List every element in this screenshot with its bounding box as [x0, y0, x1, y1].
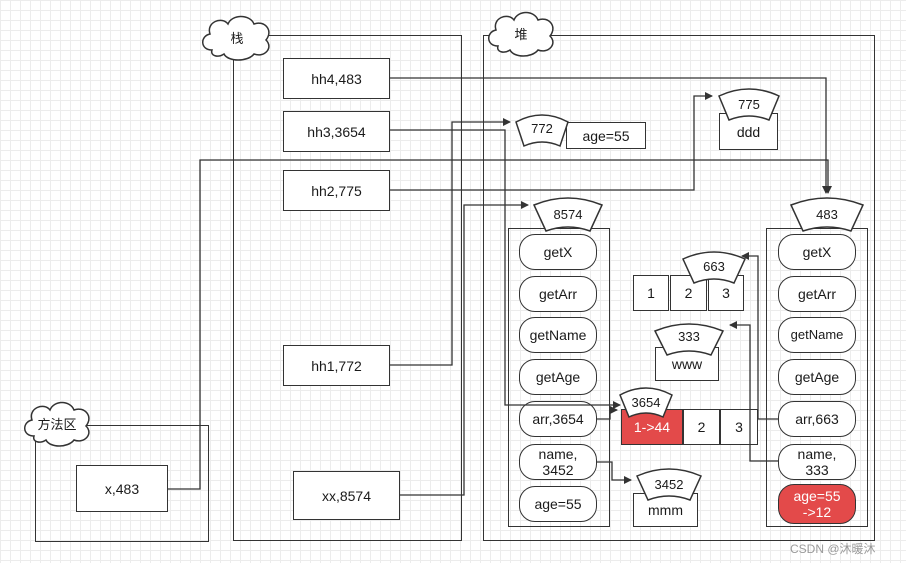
- obj483-member-getx: getX: [778, 234, 856, 270]
- address-badge-775: 775: [738, 96, 760, 112]
- stack-cloud-icon: [202, 15, 270, 61]
- obj8574-member-getname: getName: [519, 317, 597, 353]
- address-badge-3654: 3654: [631, 394, 661, 410]
- watermark: CSDN @沐暖沐: [790, 542, 876, 556]
- obj483-member-getage: getAge: [778, 359, 856, 395]
- obj8574-member-name: name, 3452: [519, 444, 597, 480]
- stack-var-hh1: hh1,772: [283, 345, 390, 386]
- obj483-member-age: age=55 ->12: [778, 484, 856, 524]
- obj8574-member-age: age=55: [519, 486, 597, 522]
- arr3654-cell-1: 2: [683, 409, 720, 445]
- heap-label: 堆: [514, 26, 528, 42]
- obj772-field-age: age=55: [566, 122, 646, 149]
- obj8574-member-getx: getX: [519, 234, 597, 270]
- obj483-member-arr: arr,663: [778, 401, 856, 437]
- address-badge-3452: 3452: [654, 476, 684, 492]
- obj8574-member-getage: getAge: [519, 359, 597, 395]
- arr663-cell-0: 1: [633, 275, 669, 311]
- obj483-member-getarr: getArr: [778, 276, 856, 312]
- address-badge-483: 483: [816, 206, 838, 222]
- address-badge-663: 663: [703, 258, 725, 274]
- str3452-value: mmm: [633, 493, 698, 527]
- obj8574-member-getarr: getArr: [519, 276, 597, 312]
- method-area-label: 方法区: [37, 416, 77, 432]
- stack-label: 栈: [230, 30, 244, 46]
- stack-var-hh4: hh4,483: [283, 58, 390, 99]
- method-area-cloud-icon: [24, 401, 90, 447]
- address-badge-8574: 8574: [553, 206, 583, 222]
- obj8574-member-arr: arr,3654: [519, 401, 597, 437]
- method-var-x: x,483: [76, 465, 168, 512]
- stack-var-hh2: hh2,775: [283, 170, 390, 211]
- obj483-member-getname: getName: [778, 317, 856, 353]
- address-badge-772: 772: [531, 120, 553, 136]
- obj483-member-name: name, 333: [778, 444, 856, 480]
- heap-cloud-icon: [488, 11, 554, 57]
- arr3654-cell-2: 3: [720, 409, 758, 445]
- address-badge-333: 333: [678, 328, 700, 344]
- stack-var-hh3: hh3,3654: [283, 111, 390, 152]
- stack-var-xx: xx,8574: [293, 471, 400, 520]
